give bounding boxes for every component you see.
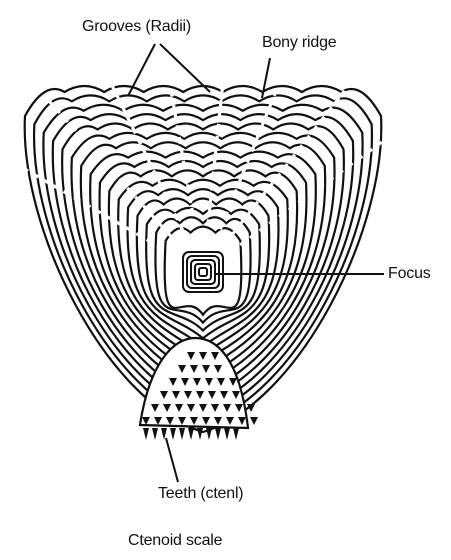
edge-spine (197, 428, 203, 440)
edge-spine (188, 428, 194, 440)
edge-spine (206, 428, 212, 440)
edge-spine (224, 428, 230, 440)
radius-groove (4, 157, 184, 261)
pointer-line (262, 58, 270, 98)
figure-caption: Ctenoid scale (128, 532, 222, 550)
grooves-label: Grooves (Radii) (82, 18, 191, 36)
teeth-label: Teeth (ctenl) (158, 485, 243, 503)
bony-ridge-label: Bony ridge (262, 34, 337, 52)
edge-spine (152, 428, 158, 440)
focus-label: Focus (388, 265, 431, 283)
edge-spine (179, 428, 185, 440)
edge-spine (233, 428, 239, 440)
edge-spine (170, 428, 176, 440)
focus-center (181, 250, 225, 294)
pointer-line (166, 438, 178, 482)
ctenus-tooth (250, 417, 258, 425)
edge-spine (143, 428, 149, 440)
edge-spine (215, 428, 221, 440)
